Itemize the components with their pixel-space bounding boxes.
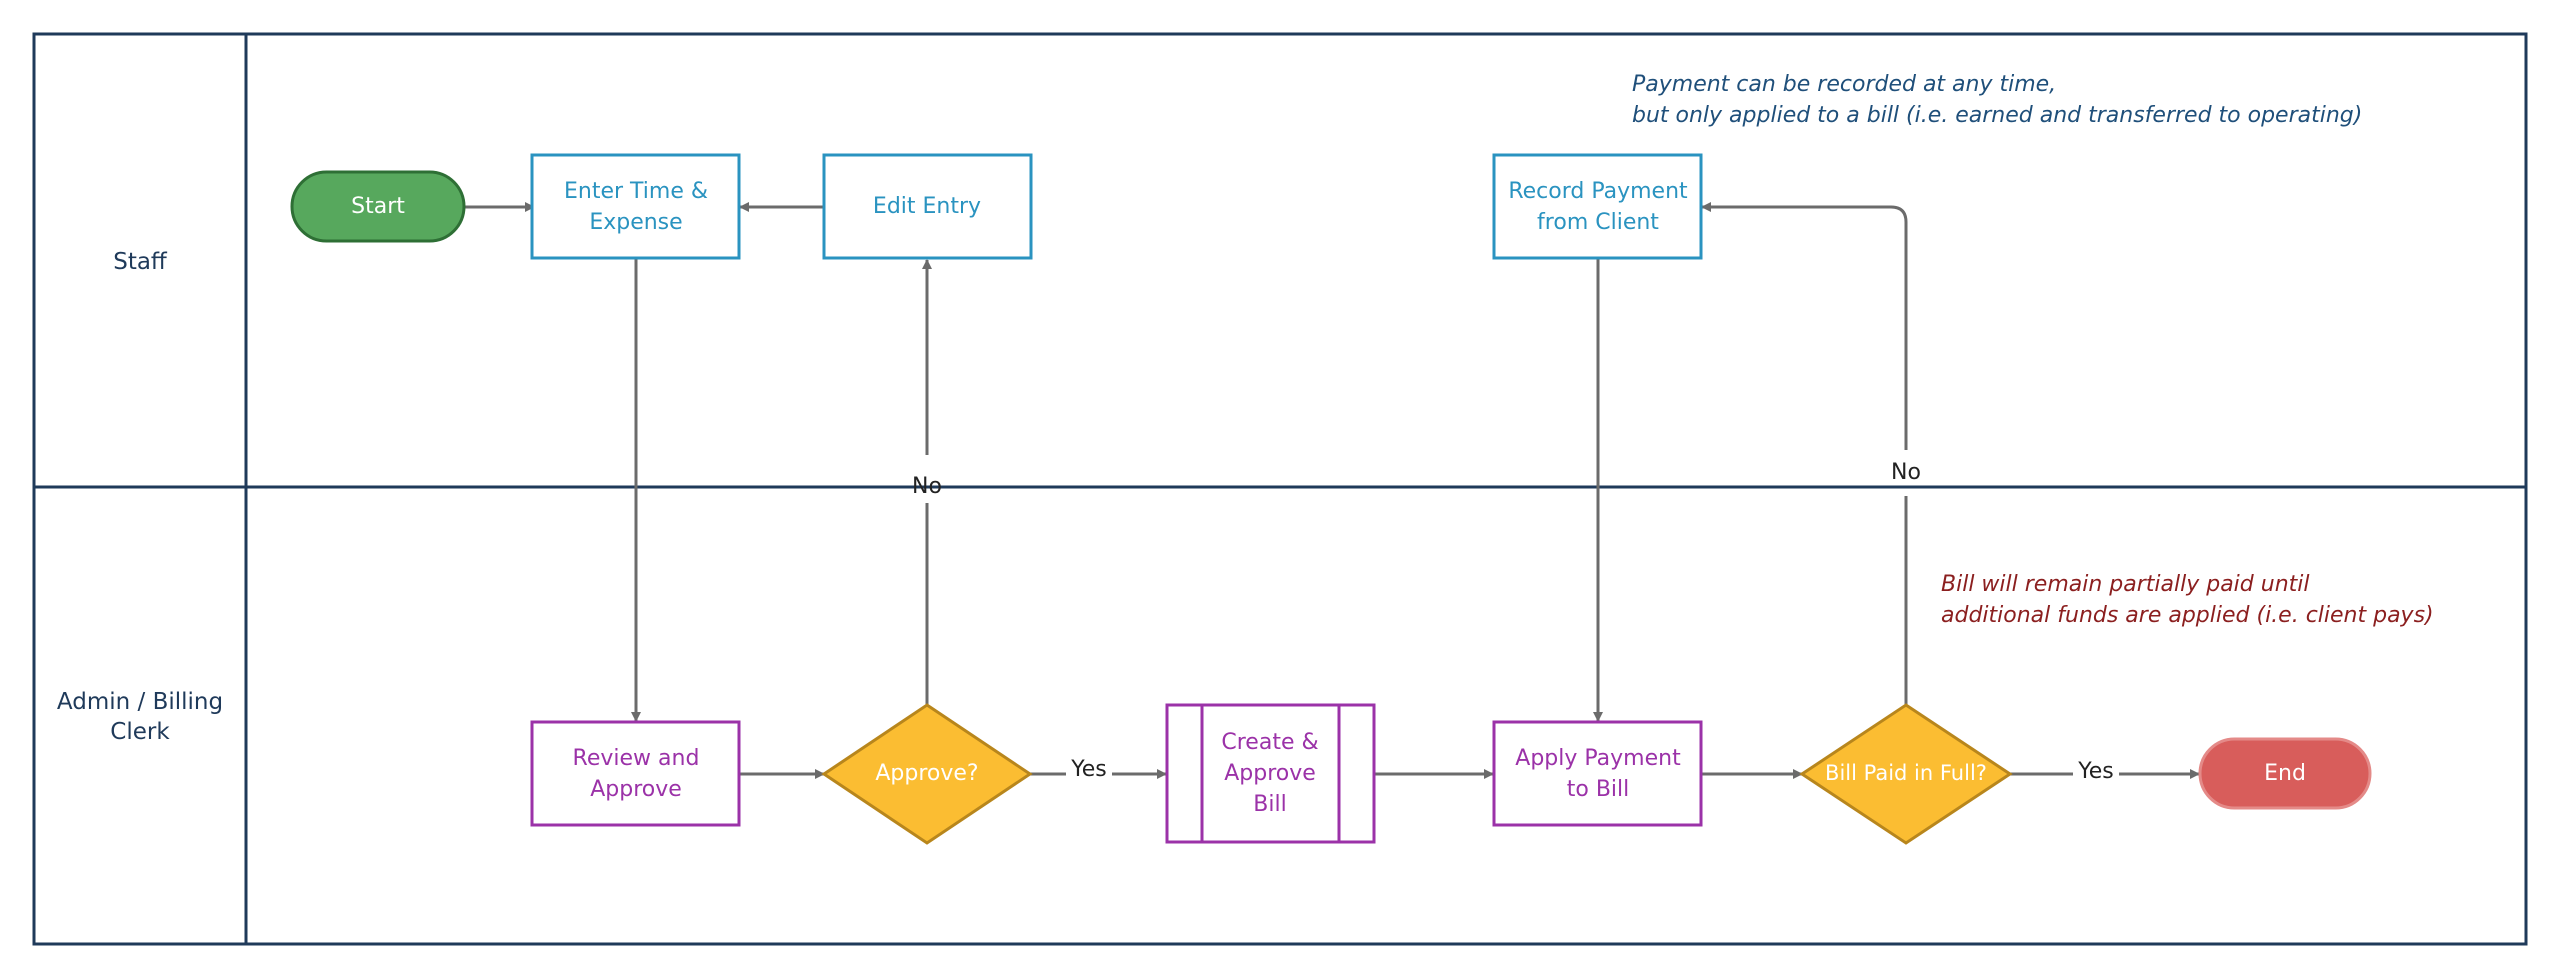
connectors — [464, 202, 2200, 779]
apply-payment-label-line1: Apply Payment — [1515, 746, 1681, 771]
record-payment-label-line2: from Client — [1537, 210, 1659, 235]
edit-entry-label: Edit Entry — [873, 194, 981, 219]
approve-decision-label: Approve? — [875, 761, 978, 786]
review-label-line2: Approve — [590, 777, 682, 802]
enter-time-label-line2: Expense — [589, 210, 682, 235]
edit-entry-node[interactable]: Edit Entry — [822, 153, 1033, 260]
edge-label-bill-yes: Yes — [2077, 759, 2114, 784]
bill-paid-decision-node[interactable]: Bill Paid in Full? — [1799, 703, 2013, 845]
apply-payment-label-line2: to Bill — [1567, 777, 1630, 802]
review-label-line1: Review and — [573, 746, 700, 771]
lane-label-admin-line2: Clerk — [110, 719, 170, 745]
review-approve-node[interactable]: Review and Approve — [530, 720, 741, 827]
partial-paid-note-line2: additional funds are applied (i.e. clien… — [1941, 603, 2434, 628]
enter-time-label-line1: Enter Time & — [564, 179, 708, 204]
apply-payment-node[interactable]: Apply Payment to Bill — [1492, 720, 1703, 827]
start-node[interactable]: Start — [290, 170, 466, 243]
start-node-label: Start — [351, 194, 405, 219]
record-payment-node[interactable]: Record Payment from Client — [1492, 153, 1703, 260]
payment-note-line1: Payment can be recorded at any time, — [1632, 72, 2056, 97]
edge-label-bill-no: No — [1891, 460, 1921, 485]
bill-paid-decision-label: Bill Paid in Full? — [1825, 761, 1987, 785]
enter-time-expense-node[interactable]: Enter Time & Expense — [530, 153, 741, 260]
swimlane-frame — [32, 32, 2528, 946]
record-payment-label-line1: Record Payment — [1508, 179, 1688, 204]
lane-label-admin-line1: Admin / Billing — [57, 689, 223, 715]
create-bill-label-line2: Approve — [1224, 761, 1316, 786]
end-node[interactable]: End — [2198, 737, 2372, 810]
edge-bill-no-upper — [1701, 202, 1908, 450]
create-bill-label-line3: Bill — [1253, 792, 1286, 817]
lane-outer-border — [32, 32, 2528, 946]
edge-label-approve-no: No — [912, 474, 942, 499]
edge-label-approve-yes: Yes — [1070, 757, 1107, 782]
approve-decision-node[interactable]: Approve? — [821, 703, 1033, 845]
end-node-label: End — [2264, 761, 2306, 786]
create-bill-label-line1: Create & — [1221, 730, 1318, 755]
create-approve-bill-node[interactable]: Create & Approve Bill — [1165, 703, 1376, 844]
payment-note-line2: but only applied to a bill (i.e. earned … — [1632, 103, 2362, 128]
lane-label-staff: Staff — [113, 249, 168, 275]
partial-paid-note-line1: Bill will remain partially paid until — [1941, 572, 2310, 597]
